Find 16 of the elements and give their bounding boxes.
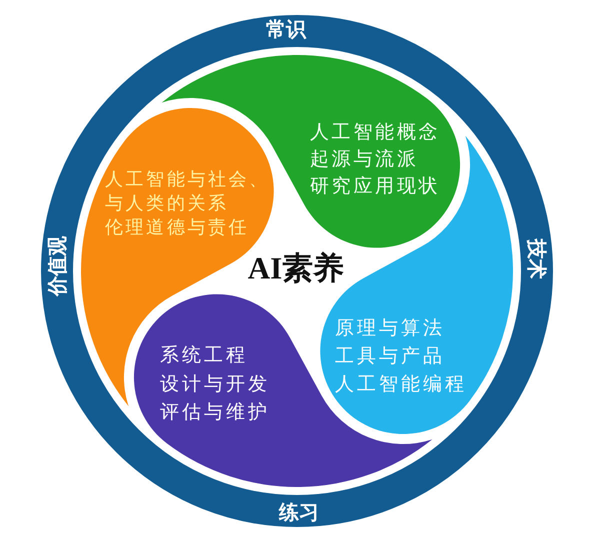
topic-text: 伦理道德与责任 — [105, 216, 250, 240]
ring-label: 常识 — [266, 19, 306, 39]
topic-text: 工具与产品 — [335, 344, 445, 369]
ring-label: 练习 — [279, 502, 319, 522]
ring-label: 技术 — [527, 239, 547, 279]
topic-text: 起源与流派 — [310, 146, 418, 172]
topic-text: 人工智能概念 — [310, 120, 440, 144]
topic-text: 研究应用现状 — [310, 174, 440, 198]
topic-text: 原理与算法 — [335, 316, 445, 341]
topic-text: 人工智能编程 — [335, 372, 467, 397]
topic-text: 评估与维护 — [160, 400, 270, 425]
ring-label: 价值观 — [47, 236, 67, 296]
topic-text: 系统工程 — [160, 343, 248, 368]
topic-text: 设计与开发 — [160, 372, 270, 396]
topic-text: 人工智能与社会、与人类的关系 — [105, 168, 271, 216]
center-label: AI素养 — [248, 252, 344, 284]
